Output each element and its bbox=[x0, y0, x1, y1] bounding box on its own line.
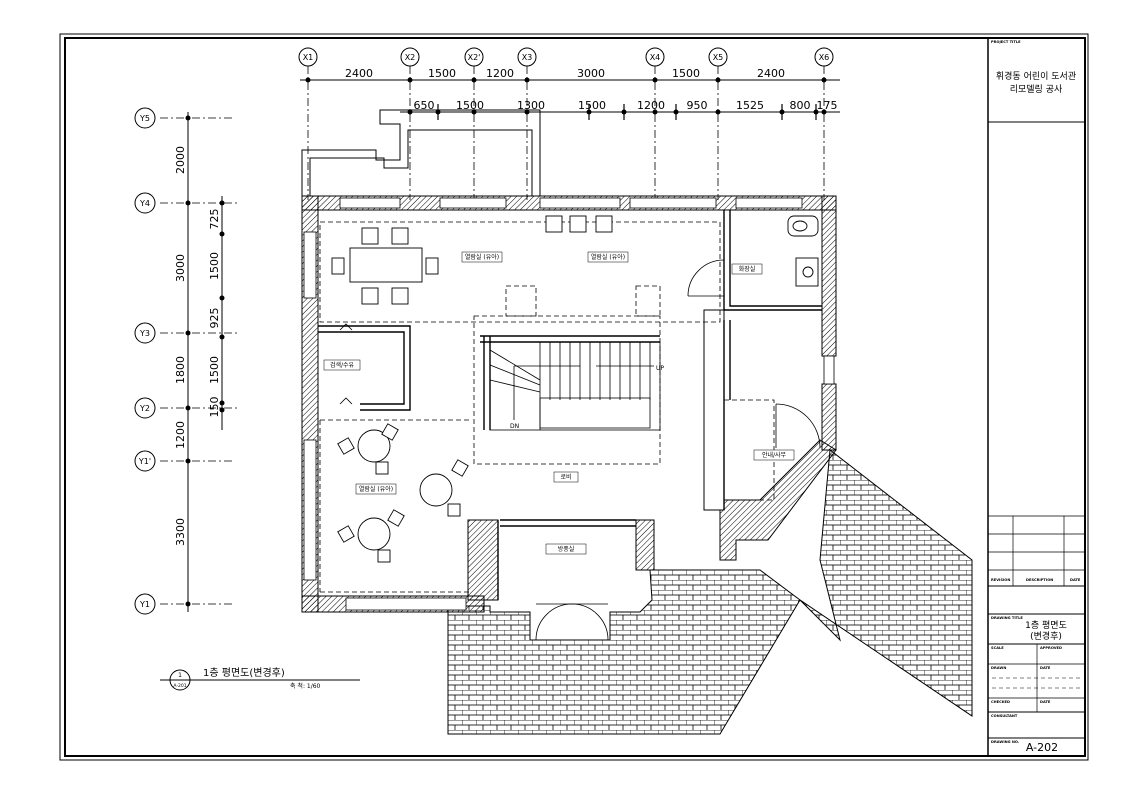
grid-bubble-x2: X2 bbox=[405, 53, 416, 62]
x-grid-bubbles: X1 X2 X2' X3 X4 X5 X6 bbox=[298, 47, 834, 67]
room-tags: 열람실 (유아) 열람실 (유아) 열람실 (유아) 화장실 검색/수유 안내/… bbox=[323, 251, 795, 555]
stair-up-label: UP bbox=[656, 365, 664, 372]
canopy-outline bbox=[301, 109, 541, 196]
dim-top2-3: 1300 bbox=[517, 99, 545, 112]
toilet-fixtures bbox=[787, 215, 819, 287]
windows-top bbox=[303, 197, 835, 611]
description-header: DESCRIPTION bbox=[1026, 578, 1053, 582]
grid-bubble-y2: Y2 bbox=[139, 404, 150, 413]
date-label-3: DATE bbox=[1040, 700, 1051, 704]
grid-bubble-x2p: X2' bbox=[468, 53, 481, 62]
checked-label: CHECKED bbox=[991, 700, 1010, 704]
drawing-title-line2: (변경후) bbox=[1030, 630, 1062, 642]
dim-top2-5: 1200 bbox=[637, 99, 665, 112]
date-label-2: DATE bbox=[1040, 666, 1051, 670]
dim-top-1: 2400 bbox=[345, 67, 373, 80]
dim-left2-1: 725 bbox=[208, 209, 221, 230]
furniture bbox=[331, 215, 613, 563]
dim-left-2: 3000 bbox=[174, 254, 187, 282]
dim-left2-5: 150 bbox=[208, 397, 221, 418]
dim-left-3: 1800 bbox=[174, 356, 187, 384]
dim-top2-8: 800 bbox=[790, 99, 811, 112]
grid-top: X1 X2 X2' X3 X4 X5 X6 2400 1500 1200 300… bbox=[298, 47, 840, 200]
project-label: PROJECT TITLE bbox=[991, 40, 1021, 44]
drawn-label: DRAWN bbox=[991, 666, 1006, 670]
doors bbox=[339, 259, 821, 641]
room-windbreak: 방풍실 bbox=[558, 545, 575, 553]
room-lobby: 로비 bbox=[560, 473, 571, 481]
scale-label: SCALE bbox=[991, 646, 1004, 650]
grid-bubble-x6: X6 bbox=[819, 53, 830, 62]
dim-left-4: 1200 bbox=[174, 421, 187, 449]
grid-bubble-y5: Y5 bbox=[139, 114, 150, 123]
sheet-border-outer bbox=[59, 33, 1089, 761]
grid-bubble-y1p: Y1' bbox=[138, 457, 151, 466]
dim-left-1: 2000 bbox=[174, 146, 187, 174]
dim-left2-2: 1500 bbox=[208, 252, 221, 280]
dim-top2-4: 1500 bbox=[578, 99, 606, 112]
grid-bubble-x3: X3 bbox=[522, 53, 533, 62]
revision-header: REVISION bbox=[991, 578, 1010, 582]
dim-top-6: 2400 bbox=[757, 67, 785, 80]
caption-sheet-ref: A-201 bbox=[173, 683, 186, 689]
dim-top-4: 3000 bbox=[577, 67, 605, 80]
roof-tiles bbox=[447, 449, 973, 735]
sheet-border-inner bbox=[64, 37, 1086, 757]
room-reading-3: 열람실 (유아) bbox=[359, 485, 393, 493]
caption-number: 1 bbox=[178, 672, 182, 679]
revision-table: REVISION DESCRIPTION DATE bbox=[988, 515, 1085, 587]
dim-top-2: 1500 bbox=[428, 67, 456, 80]
dim-top2-6: 950 bbox=[687, 99, 708, 112]
caption-title: 1층 평면도(변경후) bbox=[203, 666, 285, 679]
room-storage: 검색/수유 bbox=[330, 361, 355, 369]
y-grid-bubbles: Y5 Y4 Y3 Y2 Y1' Y1 bbox=[134, 107, 156, 615]
drawing-title-label: DRAWING TITLE bbox=[991, 616, 1023, 620]
dim-top2-7: 1525 bbox=[736, 99, 764, 112]
drawing-number: A-202 bbox=[1026, 741, 1058, 754]
room-reading-2: 열람실 (유아) bbox=[591, 253, 625, 261]
caption-scale: 축 척: 1/60 bbox=[290, 682, 321, 690]
dim-top-5: 1500 bbox=[672, 67, 700, 80]
consultant-label: CONSULTANT bbox=[991, 714, 1018, 718]
date-header: DATE bbox=[1070, 578, 1081, 582]
dim-left-5: 3300 bbox=[174, 518, 187, 546]
dim-left2-3: 925 bbox=[208, 308, 221, 329]
grid-bubble-x1: X1 bbox=[303, 53, 314, 62]
project-title-line1: 휘경동 어린이 도서관 bbox=[996, 70, 1076, 82]
grid-bubble-x5: X5 bbox=[713, 53, 724, 62]
drawing-no-label: DRAWING NO. bbox=[991, 740, 1019, 744]
grid-bubble-y1: Y1 bbox=[139, 600, 150, 609]
approved-label: APPROVED bbox=[1040, 646, 1062, 650]
drawing-title-line1: 1층 평면도 bbox=[1025, 620, 1067, 631]
drawing-caption: 1 A-201 1층 평면도(변경후) 축 척: 1/60 bbox=[160, 666, 360, 691]
stair-dn-label: DN bbox=[510, 423, 519, 430]
room-info: 안내/사무 bbox=[762, 451, 787, 459]
dim-left2-4: 1500 bbox=[208, 356, 221, 384]
grid-left: Y5 Y4 Y3 Y2 Y1' Y1 2000 3000 1800 1200 3… bbox=[134, 107, 240, 615]
room-reading-1: 열람실 (유아) bbox=[465, 253, 499, 261]
dim-top2-9: 175 bbox=[817, 99, 838, 112]
project-title-line2: 리모델링 공사 bbox=[1010, 83, 1063, 95]
title-block: PROJECT TITLE 휘경동 어린이 도서관 리모델링 공사 REVISI… bbox=[987, 38, 1085, 756]
stair bbox=[489, 341, 661, 431]
dim-top2-2: 1500 bbox=[456, 99, 484, 112]
grid-bubble-y3: Y3 bbox=[139, 329, 150, 338]
grid-bubble-x4: X4 bbox=[650, 53, 661, 62]
dim-top2-1: 650 bbox=[414, 99, 435, 112]
grid-bubble-y4: Y4 bbox=[139, 199, 150, 208]
dim-top-3: 1200 bbox=[486, 67, 514, 80]
room-toilet: 화장실 bbox=[739, 265, 756, 273]
